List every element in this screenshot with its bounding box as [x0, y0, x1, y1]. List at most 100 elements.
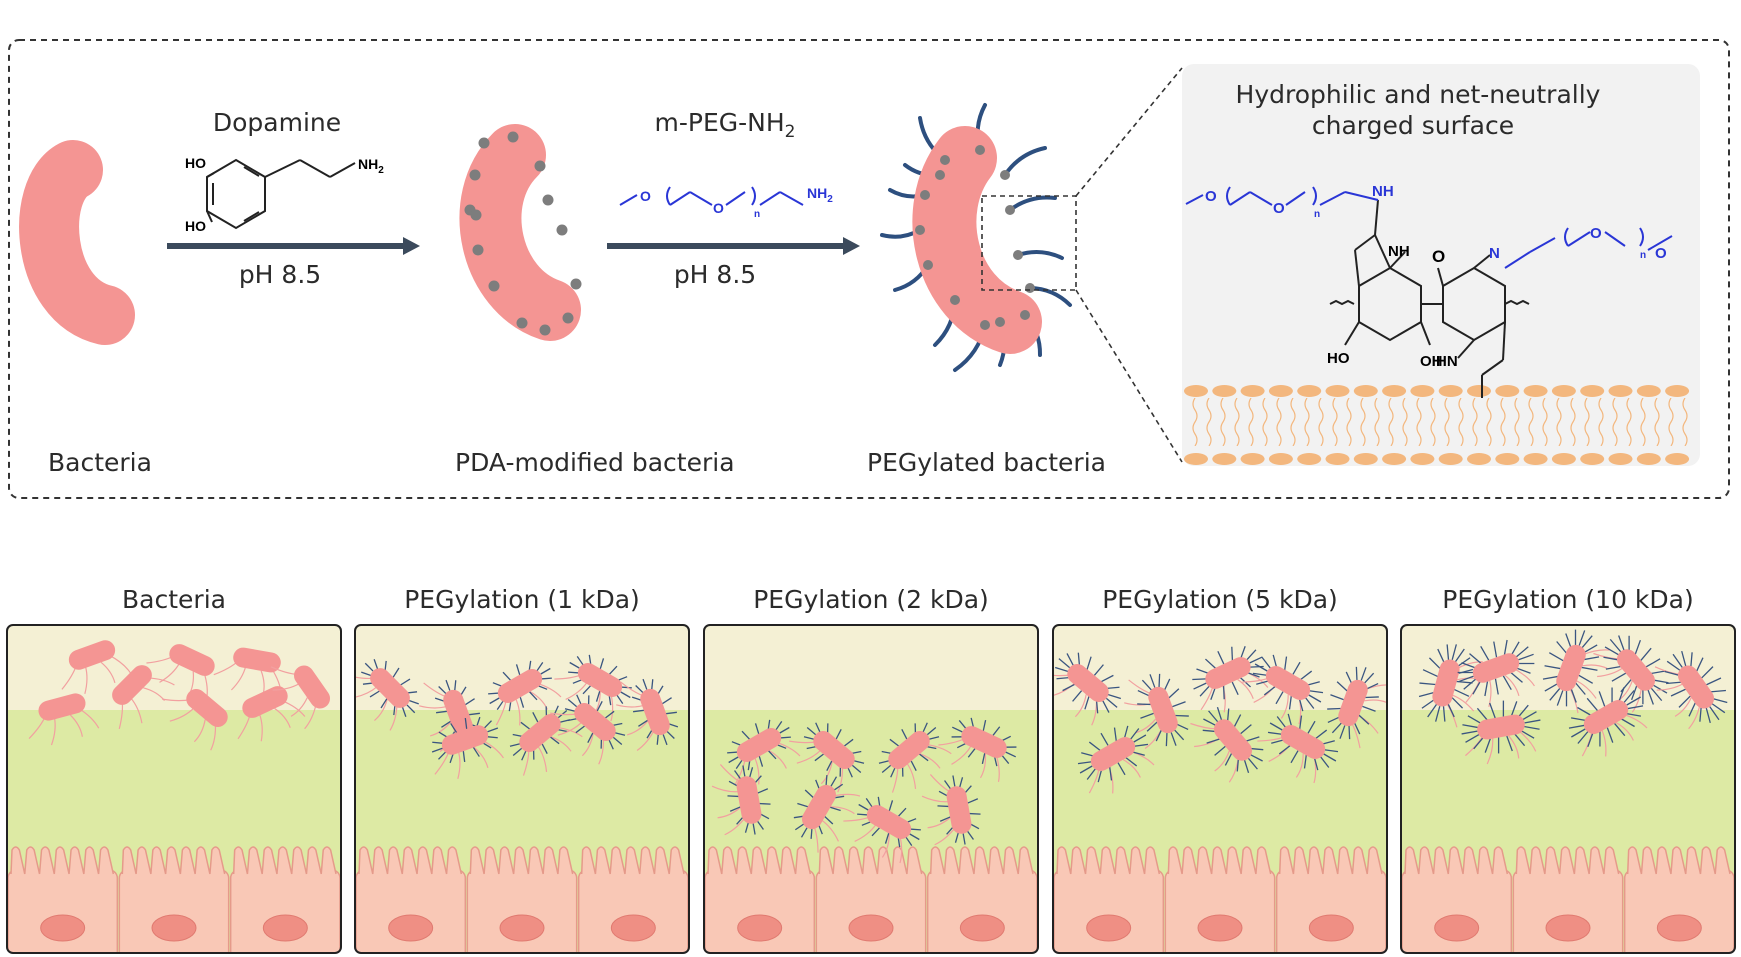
peg-chain — [768, 750, 777, 760]
flagellum — [419, 705, 448, 709]
bacterium — [270, 665, 331, 730]
peg-chain — [1203, 718, 1217, 727]
panel-frame — [6, 624, 342, 954]
peg-chain — [1141, 679, 1153, 691]
peg-chain — [992, 726, 1001, 736]
peg-chain — [1276, 716, 1287, 728]
flagellum — [921, 795, 950, 803]
bacterium — [509, 705, 583, 776]
peg-chain — [502, 671, 511, 681]
peg-chain — [1292, 661, 1301, 675]
peg-chain — [1146, 721, 1158, 732]
peg-chain — [757, 788, 769, 794]
peg-chain — [1323, 753, 1337, 762]
flagellum — [581, 733, 594, 757]
inset-title: Hydrophilic and net-neutrally — [1236, 80, 1601, 109]
pda-particle — [478, 137, 490, 149]
peg-chain — [1574, 629, 1577, 646]
peg-chain — [1565, 633, 1572, 649]
peg-chain — [1664, 670, 1681, 677]
label-pegylated-bacteria: PEGylated bacteria — [867, 448, 1106, 477]
peg-chain — [1288, 695, 1292, 710]
bacterium-body — [1677, 665, 1715, 709]
bacterium — [1192, 646, 1269, 713]
peg-chain — [1513, 733, 1526, 747]
peg-chain — [450, 723, 458, 734]
peg-chain — [1472, 680, 1482, 695]
epithelial-cell — [926, 869, 1038, 953]
peg-chain — [967, 748, 976, 758]
peg-chain — [1522, 711, 1537, 721]
peg-chain — [1016, 250, 1064, 260]
peg-chain — [438, 686, 447, 695]
bacterium — [554, 654, 632, 722]
peg-chain — [1640, 647, 1652, 661]
peg-chain — [1517, 704, 1529, 718]
microvilli — [1056, 846, 1161, 875]
bacterium-body — [1432, 659, 1460, 707]
peg-chain — [1165, 732, 1168, 747]
epithelial-cell — [1623, 869, 1735, 953]
peg-chain — [829, 806, 841, 812]
peg-chain — [1324, 749, 1339, 753]
lipid-head — [1438, 385, 1463, 397]
peg-chain — [1129, 728, 1140, 740]
nucleus — [610, 914, 656, 942]
lipid-head — [1268, 385, 1293, 397]
flagellum — [905, 762, 917, 789]
step2-condition: pH 8.5 — [674, 260, 756, 289]
peg-chain — [1571, 728, 1586, 738]
peg-chain — [1462, 724, 1479, 729]
bacterium-body — [1583, 700, 1629, 734]
peg-chain — [1458, 675, 1474, 683]
label-bacteria: Bacteria — [48, 448, 152, 477]
flagellum — [84, 665, 88, 694]
bacterium-body — [169, 644, 215, 676]
peg-chain — [1523, 725, 1540, 730]
lipid-head — [1184, 385, 1208, 397]
bacterium-body — [736, 776, 762, 824]
flagellum — [717, 807, 741, 819]
bacterium-body — [1556, 644, 1586, 692]
microvilli — [10, 846, 115, 875]
peg-chain — [1224, 752, 1233, 766]
panel-title: PEGylation (5 kDa) — [1102, 585, 1338, 614]
peg-chain — [851, 764, 862, 773]
peg-chain — [952, 726, 963, 733]
bacterium — [1457, 639, 1535, 707]
peg-chain — [1578, 674, 1594, 684]
peg-chain — [742, 765, 746, 777]
peg-chain — [1451, 644, 1457, 660]
peg-chain — [937, 805, 949, 808]
peg-chain — [1252, 672, 1267, 676]
peg-chain — [486, 736, 498, 739]
peg-chain — [1519, 729, 1535, 739]
pda-particle — [472, 244, 484, 256]
flagellum — [1504, 674, 1520, 697]
nh-label: NH — [1372, 183, 1394, 200]
peg-chain — [1003, 146, 1047, 177]
peg-chain — [1355, 666, 1358, 681]
lipid-head — [1580, 453, 1605, 465]
peg-chain — [364, 662, 374, 672]
lipid-head — [1268, 453, 1293, 465]
peg-chain — [1217, 650, 1225, 665]
peg-chain — [759, 802, 771, 805]
peg-chain — [380, 698, 388, 709]
nucleus — [1656, 914, 1702, 942]
peg-chain — [1245, 736, 1260, 742]
peg-chain — [642, 678, 648, 690]
panel-title: PEGylation (1 kDa) — [404, 585, 640, 614]
peg-chain — [1652, 679, 1669, 684]
peg-chain — [944, 780, 952, 790]
peg-chain — [1510, 701, 1518, 717]
panel-frame — [703, 624, 1039, 954]
peg-chain — [1205, 658, 1217, 669]
peg-chain — [1117, 762, 1126, 776]
flagellum — [272, 682, 301, 691]
peg-chain — [392, 667, 400, 678]
nucleus — [1308, 914, 1354, 942]
peg-chain — [815, 722, 821, 734]
peg-chain — [1086, 768, 1097, 780]
peg-chain — [909, 833, 920, 841]
